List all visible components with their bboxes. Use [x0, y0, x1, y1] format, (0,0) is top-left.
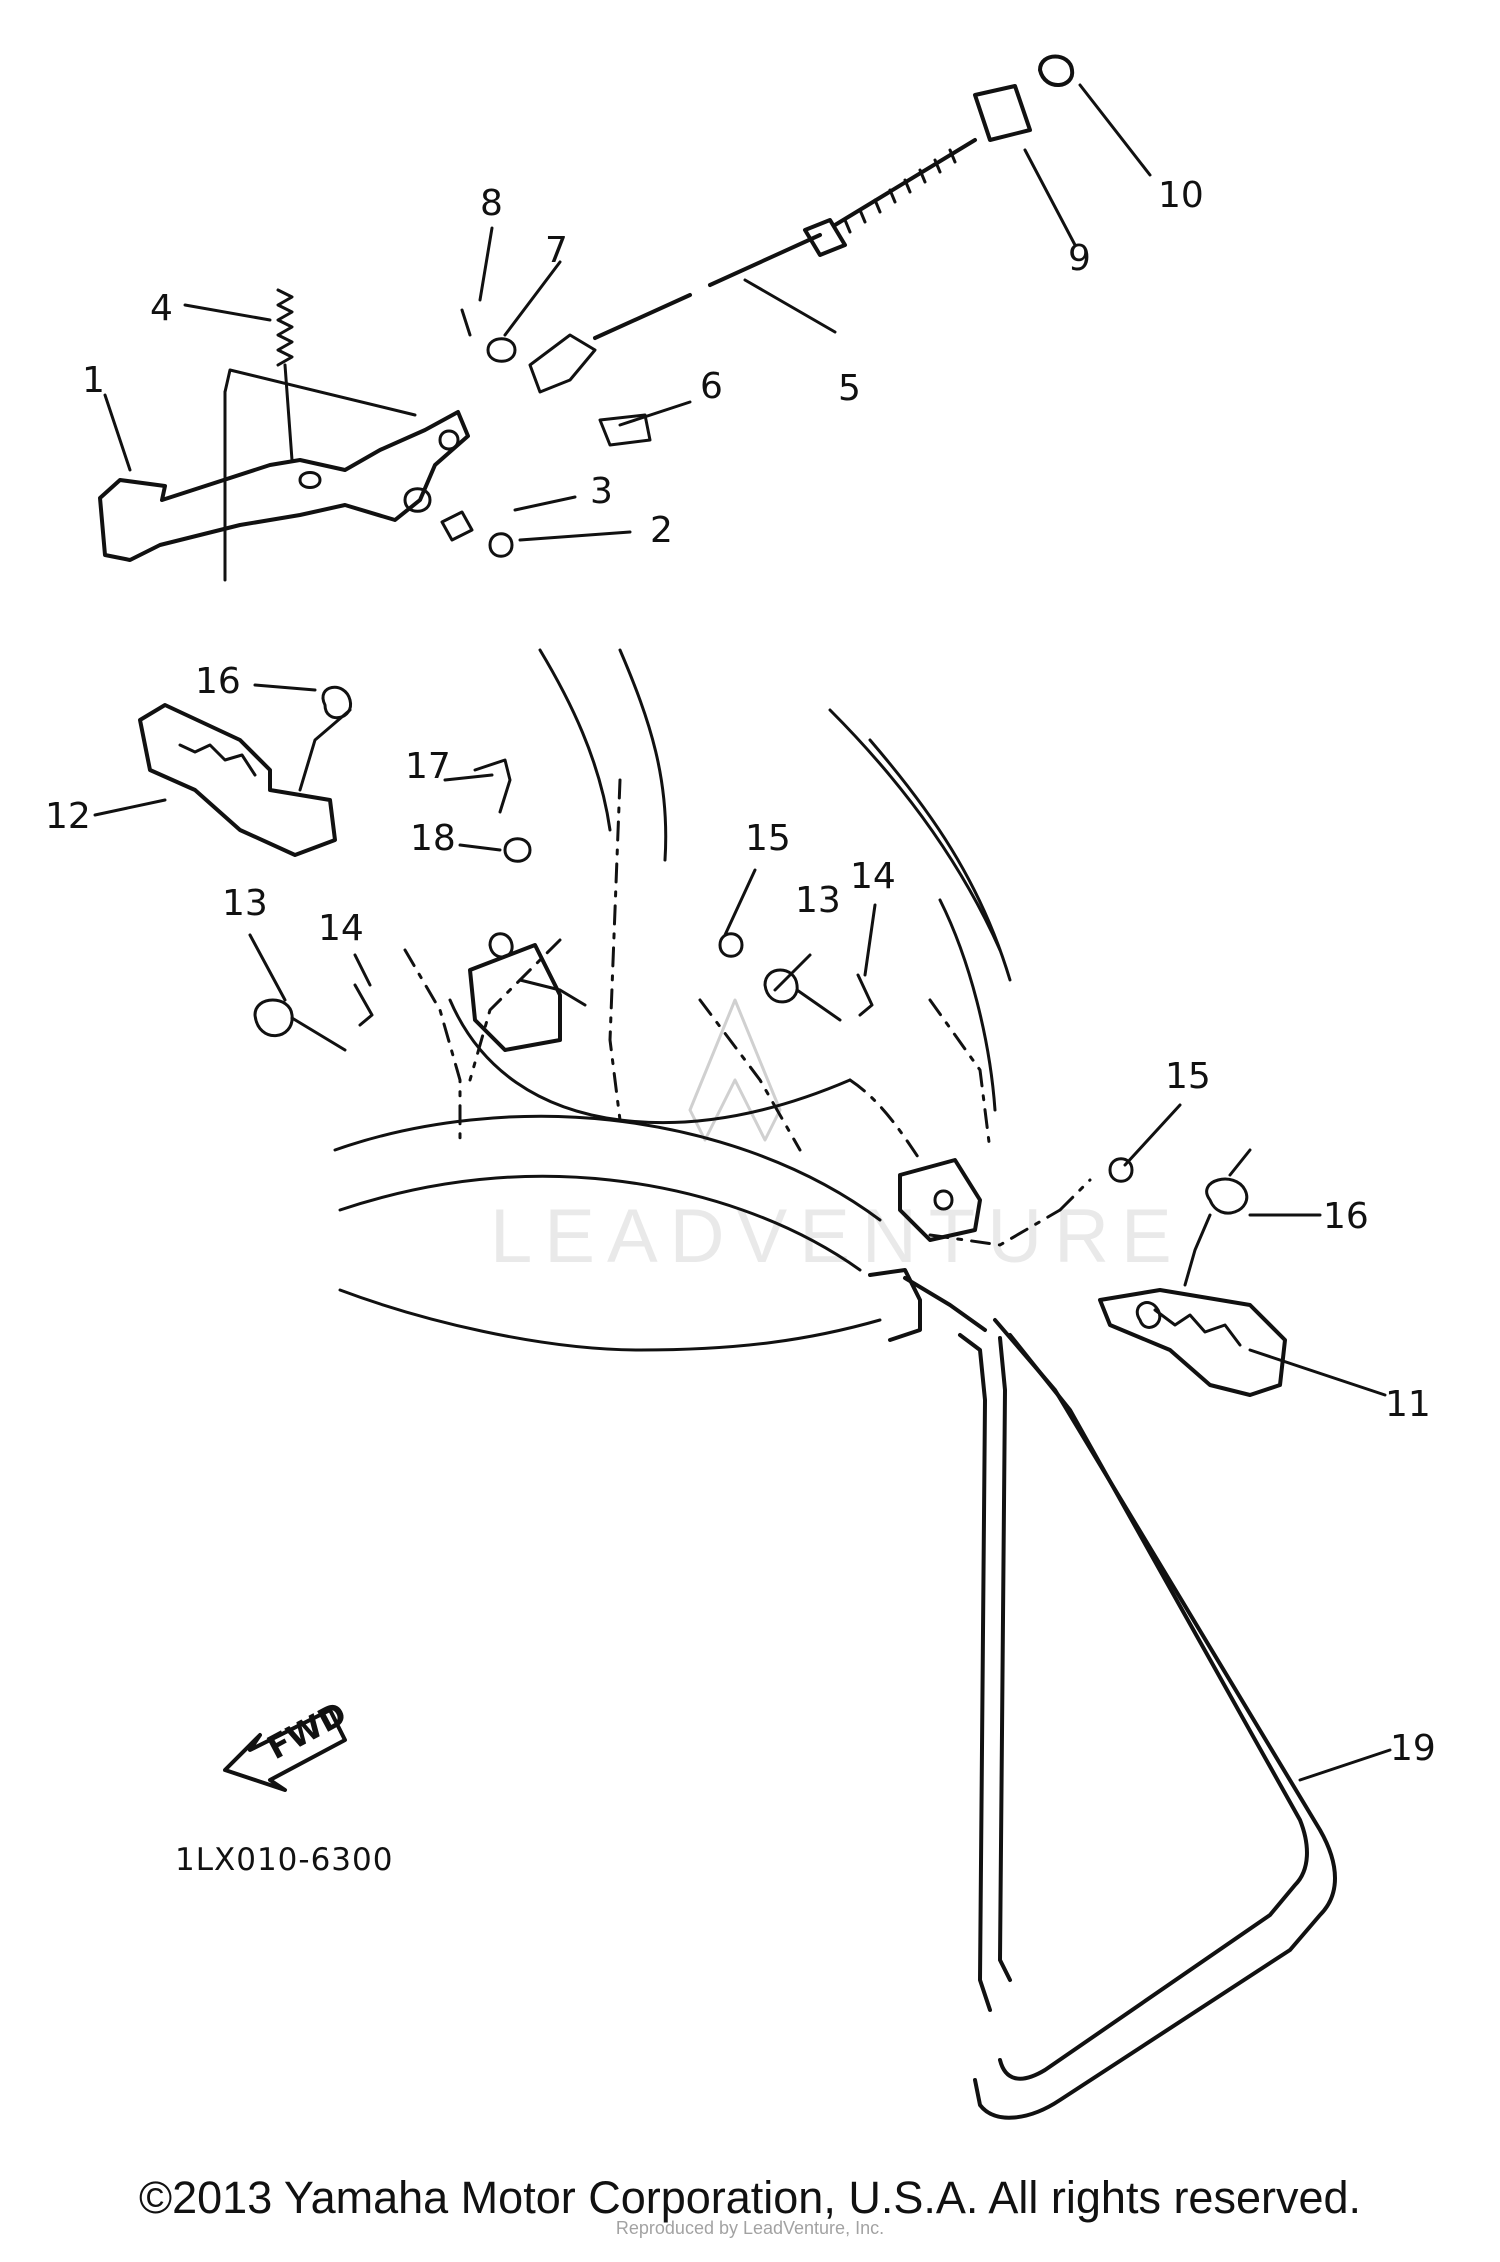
part-number-11: 11: [1385, 1384, 1431, 1425]
diagram-code: 1LX010-6300: [175, 1842, 393, 1878]
part-number-8: 8: [480, 183, 503, 224]
pivot-bracket: [468, 932, 982, 1242]
copyright-notice: ©2013 Yamaha Motor Corporation, U.S.A. A…: [138, 2172, 1362, 2223]
part-number-1: 1: [82, 360, 105, 401]
part-number-labels: 1 2 3 4 5 6 7 8 9 10 11 12 13 13 14 14 1…: [45, 175, 1436, 1769]
part-number-4: 4: [150, 288, 173, 329]
part-number-10: 10: [1158, 175, 1204, 216]
pins: [253, 758, 1134, 1183]
part-number-14-right: 14: [850, 856, 896, 897]
part-number-6: 6: [700, 366, 723, 407]
part-number-2: 2: [650, 510, 673, 551]
watermark-text: LEADVENTURE: [490, 1194, 1184, 1279]
leader-lines: [93, 83, 1392, 1782]
part-number-16-right: 16: [1323, 1196, 1369, 1237]
part-number-16-left: 16: [195, 661, 241, 702]
part-number-18: 18: [410, 818, 456, 859]
part-number-15-left: 15: [745, 818, 791, 859]
part-number-9: 9: [1068, 238, 1091, 279]
part-number-12: 12: [45, 796, 91, 837]
fwd-arrow-icon: [223, 1708, 347, 1792]
part-number-15-right: 15: [1165, 1056, 1211, 1097]
part-number-7: 7: [545, 230, 568, 271]
part-number-19: 19: [1390, 1728, 1436, 1769]
brake-pedal: [98, 368, 470, 582]
watermark-logo-icon: [688, 998, 782, 1142]
part-number-13-right: 13: [795, 880, 841, 921]
watermark: LEADVENTURE: [490, 998, 1184, 1279]
frame: [333, 648, 1092, 1352]
hardware-parts: [440, 308, 652, 558]
part-number-17: 17: [405, 746, 451, 787]
brake-rod: [593, 54, 1075, 340]
spring-part: [276, 288, 294, 462]
part-number-5: 5: [838, 368, 861, 409]
credit-text: Reproduced by LeadVenture, Inc.: [615, 2218, 885, 2238]
part-number-3: 3: [590, 471, 613, 512]
part-number-14-left: 14: [318, 908, 364, 949]
left-footrest: [138, 685, 352, 857]
fwd-arrow: FWD: [223, 1694, 353, 1792]
kick-stand: [868, 1268, 1337, 2120]
fwd-label: FWD: [261, 1694, 353, 1767]
right-footrest: [1098, 1148, 1287, 1397]
part-number-13-left: 13: [222, 883, 268, 924]
